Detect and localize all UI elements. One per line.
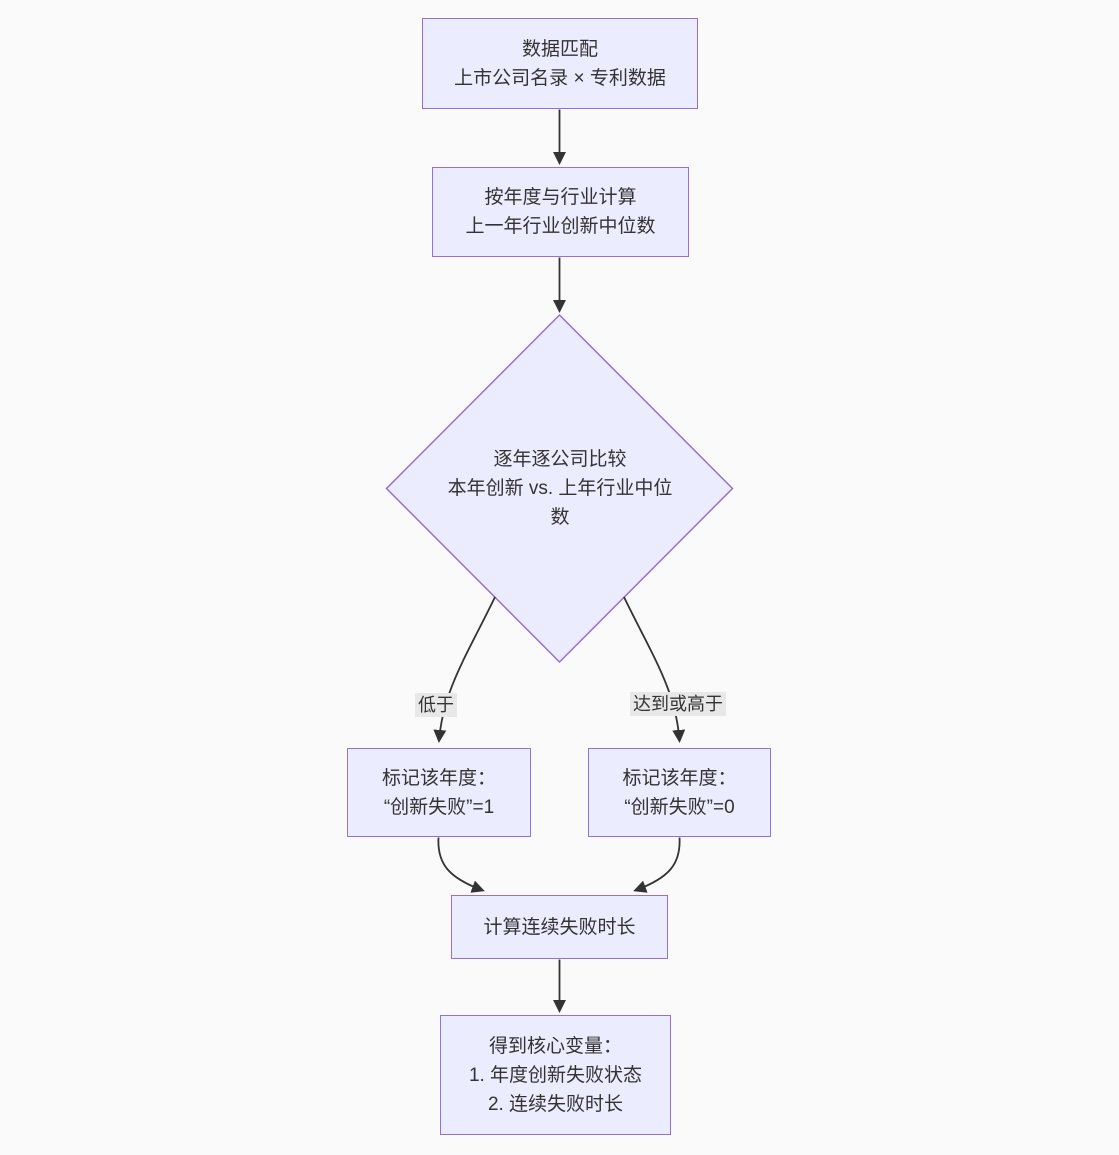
node-line: 得到核心变量： (488, 1035, 622, 1057)
decision-diamond-shape (385, 313, 734, 664)
edge-compare-to-fail1 (433, 596, 496, 743)
node-line: 标记该年度： (381, 767, 496, 789)
edge-label-at-or-above: 达到或高于 (630, 692, 726, 716)
node-line: 数据匹配 (521, 38, 598, 60)
node-line: 逐年逐公司比较 (493, 449, 627, 470)
node-line: 上市公司名录 × 专利数据 (454, 67, 666, 89)
node-line: 本年创新 vs. 上年行业中位 (447, 478, 673, 499)
node-line: 计算连续失败时长 (483, 916, 636, 938)
edge-fail1-to-duration (437, 837, 485, 893)
node-line: 2. 连续失败时长 (487, 1093, 624, 1115)
node-data-match: 数据匹配 上市公司名录 × 专利数据 (422, 18, 698, 109)
node-duration: 计算连续失败时长 (451, 895, 668, 959)
node-line: 标记该年度： (622, 767, 737, 789)
node-fail-0: 标记该年度： “创新失败”=0 (588, 748, 771, 837)
node-line: 按年度与行业计算 (484, 187, 637, 208)
node-industry-median: 按年度与行业计算 上一年行业创新中位数 (432, 167, 689, 257)
node-line: “创新失败”=1 (383, 796, 495, 818)
node-line: “创新失败”=0 (624, 796, 735, 818)
edge-label-below: 低于 (415, 693, 457, 717)
node-line: 上一年行业创新中位数 (465, 216, 656, 237)
node-fail-1: 标记该年度： “创新失败”=1 (347, 748, 531, 837)
node-core-variables: 得到核心变量： 1. 年度创新失败状态 2. 连续失败时长 (440, 1015, 671, 1135)
edge-fail0-to-duration (633, 837, 681, 893)
node-line: 1. 年度创新失败状态 (468, 1064, 643, 1086)
edge-compare-to-fail0 (623, 596, 686, 743)
node-compare-decision: 逐年逐公司比较 本年创新 vs. 上年行业中位 数 (400, 444, 720, 533)
node-line: 数 (550, 507, 570, 528)
